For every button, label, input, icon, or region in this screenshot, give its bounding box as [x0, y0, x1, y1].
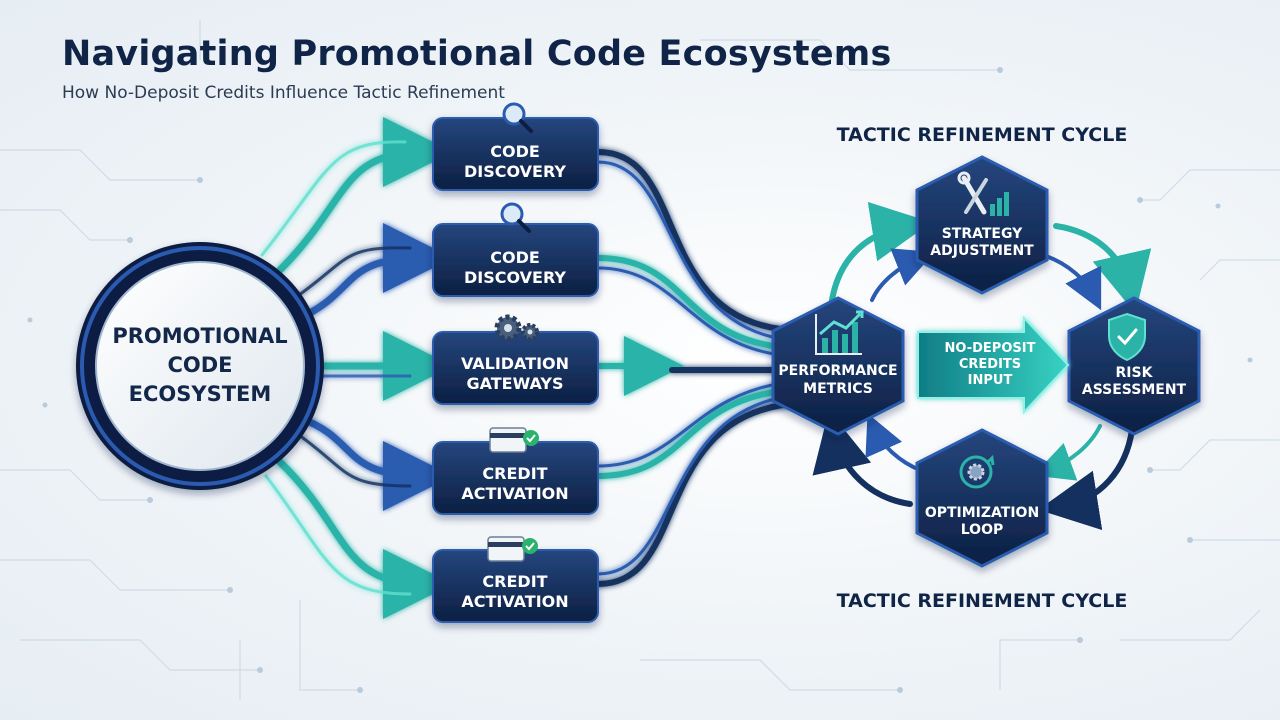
connector-stage4-metrics	[595, 387, 793, 479]
cycle-node-strategy-adjustment[interactable]: STRATEGY ADJUSTMENT	[915, 155, 1049, 295]
stage-2-label-line-2: DISCOVERY	[464, 268, 566, 287]
stage-to-metrics-connectors	[595, 149, 793, 587]
stage-1-code-discovery[interactable]: CODE DISCOVERY	[432, 102, 599, 191]
cycle-arrow-risk-to-optimization-inner	[1032, 424, 1102, 481]
input-arrow-label-line-3: INPUT	[968, 373, 1013, 388]
performance-label-line-1: PERFORMANCE	[778, 363, 897, 379]
stage-3-label-line-2: GATEWAYS	[466, 374, 563, 393]
stage-5-label-line-2: ACTIVATION	[461, 592, 568, 611]
ecosystem-hub: PROMOTIONAL CODE ECOSYSTEM	[76, 242, 324, 490]
stage-4-label-line-2: ACTIVATION	[461, 484, 568, 503]
cycle-node-performance-metrics[interactable]: PERFORMANCE METRICS	[771, 296, 905, 436]
performance-label-line-2: METRICS	[803, 381, 873, 397]
gears-icon	[494, 314, 539, 342]
connector-hub-stage-5	[276, 458, 453, 619]
shield-check-icon	[1108, 312, 1146, 362]
connector-hub-stage-5b	[264, 474, 412, 596]
page-subtitle: How No-Deposit Credits Influence Tactic …	[62, 83, 505, 103]
connector-stage2-metrics	[595, 255, 793, 351]
stage-3-validation-gateways[interactable]: VALIDATION GATEWAYS	[432, 314, 599, 405]
connector-hub-stage-4b	[290, 428, 412, 488]
connector-stage5-metrics-b	[596, 394, 792, 576]
stage-1-label-line-2: DISCOVERY	[464, 162, 566, 181]
strategy-label-line-2: ADJUSTMENT	[930, 243, 1034, 259]
stage-4-label-line-1: CREDIT	[482, 464, 547, 483]
hub-label-line-3: ECOSYSTEM	[129, 382, 272, 406]
credit-card-check-icon	[489, 427, 539, 453]
strategy-label-line-1: STRATEGY	[942, 226, 1023, 242]
magnifier-icon	[500, 202, 531, 233]
cycle-node-risk-assessment[interactable]: RISK ASSESSMENT	[1067, 296, 1201, 436]
optimization-label-line-2: LOOP	[961, 522, 1004, 538]
magnifier-icon	[502, 102, 533, 133]
credit-card-check-icon	[487, 536, 538, 562]
hub-label-line-2: CODE	[167, 353, 232, 377]
connector-hub-stage-1	[276, 117, 453, 274]
connector-hub-stage-2b	[290, 246, 412, 302]
cycle-arrow-strategy-to-risk	[1053, 223, 1152, 314]
stage-4-credit-activation[interactable]: CREDIT ACTIVATION	[432, 427, 599, 515]
input-arrow-label-line-2: CREDITS	[959, 357, 1021, 372]
connector-hub-stage-4	[296, 414, 453, 511]
hub-to-stage-connectors	[260, 117, 453, 619]
stage-2-code-discovery[interactable]: CODE DISCOVERY	[432, 202, 599, 297]
risk-label-line-2: ASSESSMENT	[1082, 382, 1187, 398]
no-deposit-credits-input-arrow: NO-DEPOSIT CREDITS INPUT	[917, 315, 1070, 415]
optimization-label-line-1: OPTIMIZATION	[925, 505, 1039, 521]
cycle-arrow-optimization-to-metrics-inner	[865, 413, 922, 472]
risk-label-line-1: RISK	[1116, 365, 1154, 381]
connector-stage1-metrics	[595, 149, 793, 333]
cycle-title-bottom: TACTIC REFINEMENT CYCLE	[837, 590, 1128, 612]
cycle-arrow-optimization-to-metrics	[812, 410, 913, 507]
connector-stage4-metrics-b	[596, 380, 792, 468]
wrench-chart-icon	[957, 171, 1009, 216]
stage-5-label-line-1: CREDIT	[482, 572, 547, 591]
page-title: Navigating Promotional Code Ecosystems	[62, 34, 892, 74]
cycle-gear-icon	[959, 454, 995, 489]
connector-hub-stage-2	[296, 223, 453, 322]
cycle-arrow-metrics-to-strategy-inner	[870, 248, 935, 302]
connector-stage1-metrics-b	[596, 160, 792, 342]
cycle-title-top: TACTIC REFINEMENT CYCLE	[837, 124, 1128, 146]
stage-1-label-line-1: CODE	[490, 142, 540, 161]
cycle-arrow-risk-to-optimization	[1038, 427, 1135, 530]
connector-hub-stage-1b	[260, 140, 407, 257]
cycle-node-optimization-loop[interactable]: OPTIMIZATION LOOP	[915, 428, 1049, 568]
growth-chart-icon	[815, 310, 864, 355]
stage-3-label-line-1: VALIDATION	[461, 354, 569, 373]
connector-stage5-metrics	[595, 401, 793, 587]
hub-label-line-1: PROMOTIONAL	[112, 324, 287, 348]
input-arrow-label-line-1: NO-DEPOSIT	[945, 341, 1036, 356]
cycle-arrow-metrics-to-strategy	[829, 202, 932, 303]
stage-2-label-line-1: CODE	[490, 248, 540, 267]
stage-5-credit-activation[interactable]: CREDIT ACTIVATION	[432, 536, 599, 623]
cycle-arrows	[812, 202, 1152, 530]
connector-stage2-metrics-b	[596, 266, 792, 358]
cycle-arrow-strategy-to-risk-inner	[1044, 254, 1102, 311]
